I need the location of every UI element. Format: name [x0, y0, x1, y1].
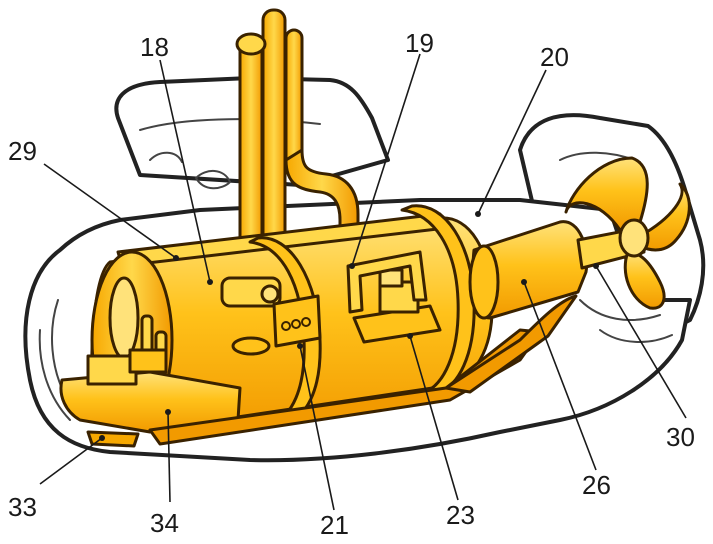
shaft-coupling	[468, 244, 500, 320]
callout-18: 18	[140, 32, 169, 62]
bow-deck-plate	[59, 370, 242, 434]
callout-29: 29	[8, 136, 37, 166]
snorkel-pipe	[284, 28, 304, 172]
callout-34: 34	[150, 508, 179, 538]
bow-equipment-box	[86, 354, 138, 386]
periscope-base	[231, 336, 271, 356]
callout-23: 23	[446, 500, 475, 530]
propeller-blade-right	[638, 182, 691, 252]
callout-21: 21	[320, 510, 349, 540]
stern-fairing	[444, 294, 578, 394]
internal-machinery	[59, 8, 691, 448]
callouts: 18 19 20 29 21 23 26 30 33	[8, 28, 695, 540]
propeller-blade-top	[564, 156, 649, 232]
periscope-valve-knob	[260, 284, 280, 304]
propeller-hub	[618, 218, 650, 258]
callout-20: 20	[540, 42, 569, 72]
engine-frame	[346, 250, 428, 314]
bow-skid	[86, 430, 140, 448]
propeller-blade-bottom	[623, 250, 666, 310]
callout-26: 26	[582, 470, 611, 500]
periscope-head	[235, 32, 267, 56]
bow-stand	[128, 348, 168, 374]
bow-hatch	[108, 276, 140, 360]
callout-30: 30	[666, 422, 695, 452]
callout-33: 33	[8, 492, 37, 522]
callout-19: 19	[405, 28, 434, 58]
propeller	[564, 156, 691, 310]
